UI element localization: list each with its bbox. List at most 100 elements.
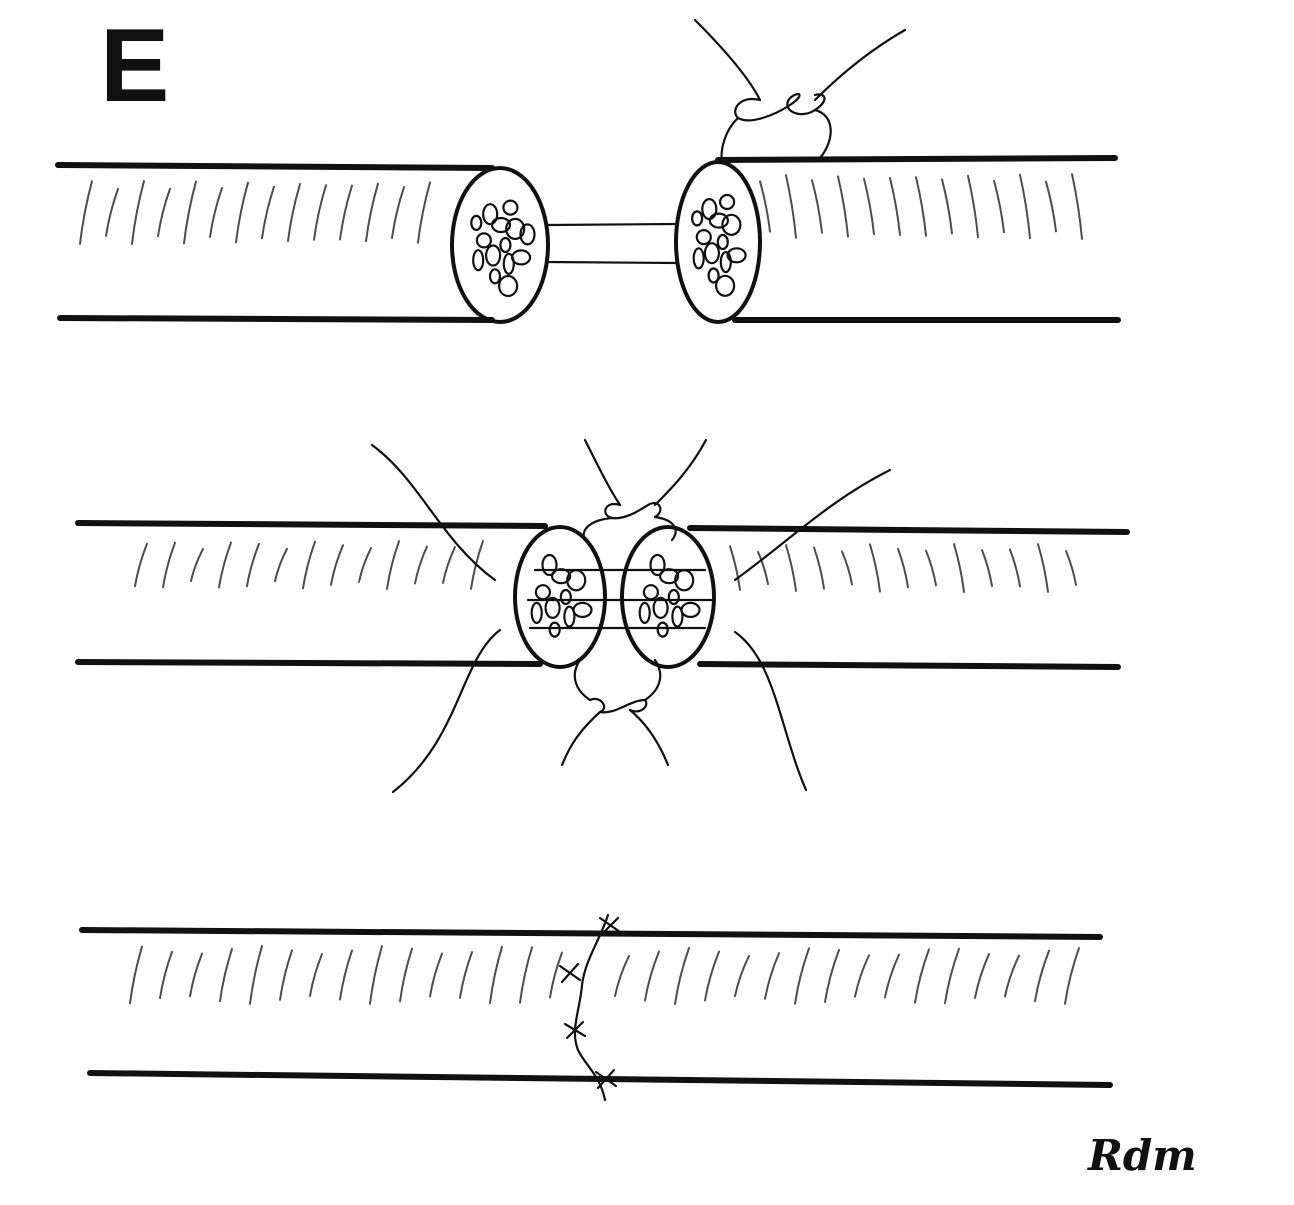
texture-stroke [339,184,353,241]
texture-stroke [1019,173,1031,240]
right-nerve-stump [674,155,1121,324]
left-stump-fascicles [470,199,536,298]
fascicle-cross-section [649,553,666,577]
left-trunk-texture [134,540,484,590]
panel-label: E [100,8,170,124]
texture-stroke [1037,543,1049,593]
suture-knot-top [582,438,708,542]
fascicle-cross-section [667,588,680,606]
texture-stroke [219,947,233,1003]
texture-stroke [841,550,853,586]
texture-stroke [414,545,428,585]
fascicle-cross-section [541,553,558,577]
texture-stroke [442,546,456,584]
texture-stroke [190,548,204,582]
fascicle-cross-section [485,244,502,267]
texture-stroke [941,178,953,235]
fascicle-cross-section [656,621,669,638]
fascicle-cross-section [563,605,576,628]
left-stump-texture [79,180,431,245]
texture-stroke [757,550,769,586]
right-stump-fascicles [690,193,747,297]
texture-stroke [674,947,690,1005]
fascicle-cross-section [498,274,519,298]
guide-sutures [546,222,680,265]
fascicle-cross-section [719,251,732,274]
artist-signature: Rdm [1087,1131,1197,1180]
fascicle-cross-section [716,233,729,251]
texture-stroke [159,950,173,1000]
suture-knot-1 [598,916,622,936]
suture-loop-top [693,18,907,164]
fascicle-cross-section [638,601,651,625]
texture-stroke [981,549,993,587]
right-trunk-texture [729,543,1077,593]
texture-stroke [157,187,171,238]
texture-stroke [79,180,93,245]
texture-stroke [1064,947,1080,1005]
fascicle-cross-section [499,236,512,254]
fascicle-cross-section [703,242,721,265]
texture-stroke [1034,949,1050,1003]
texture-stroke [889,176,901,237]
fascicle-cross-section [718,193,736,211]
texture-stroke [261,185,275,240]
texture-stroke [399,947,413,1003]
texture-stroke [993,179,1005,234]
fascicle-cross-section [566,569,587,592]
right-stump-face [620,525,716,669]
left-stump-cut-face [450,166,550,324]
texture-stroke [734,954,750,998]
left-nerve-stump [55,162,550,324]
texture-stroke [330,544,344,586]
texture-stroke [429,952,443,998]
texture-stroke [134,542,148,588]
texture-stroke [549,951,563,999]
texture-stroke [914,948,930,1004]
stage-2-apposed-stumps [75,438,1130,794]
texture-stroke [519,946,533,1004]
fascicle-cross-section [674,569,695,592]
fascicle-cross-section [510,249,532,266]
texture-stroke [884,953,900,999]
texture-stroke [459,951,473,999]
stage-1-separated-stumps [55,18,1121,324]
texture-stroke [1071,173,1083,240]
texture-stroke [794,947,810,1005]
texture-stroke [953,543,965,593]
texture-stroke [813,546,825,590]
texture-stroke [131,180,145,245]
texture-stroke [489,945,503,1005]
suture-knot-4 [594,1068,618,1090]
texture-stroke [967,174,979,239]
texture-stroke [358,547,372,583]
repaired-nerve-texture [129,945,1080,1005]
fascicle-cross-section [470,214,483,231]
right-stump-cut-face [674,160,762,324]
repaired-nerve-outline [79,927,1113,1088]
fascicle-cross-section [559,588,572,606]
fascicle-cross-section [671,605,684,628]
fascicle-cross-section [726,247,747,264]
texture-stroke [183,180,197,245]
fascicle-cross-section [721,213,742,236]
fascicle-cross-section [680,601,701,619]
texture-stroke [944,947,960,1005]
texture-stroke [1065,550,1077,586]
texture-stroke [391,186,405,239]
epineurial-suture-line [558,913,622,1102]
fascicle-cross-section [482,203,499,226]
texture-stroke [811,179,823,234]
internal-sutures [526,568,714,630]
texture-stroke [365,182,379,243]
texture-stroke [729,545,741,591]
right-stump-texture [759,173,1083,240]
texture-stroke [279,949,293,1001]
fascicle-cross-section [701,198,718,221]
fascicle-cross-section [690,210,704,227]
texture-stroke [785,174,797,239]
texture-stroke [974,953,990,999]
fascicle-cross-section [714,274,736,297]
texture-stroke [644,950,660,1002]
